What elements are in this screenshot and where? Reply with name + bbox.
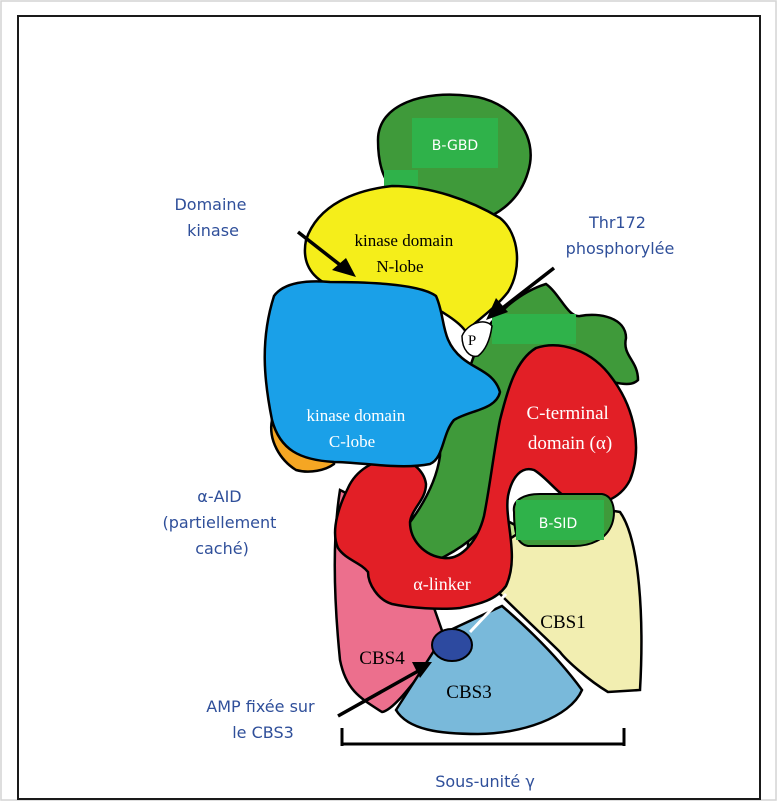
phospho-label: P	[468, 333, 476, 349]
b-sid-highlight	[516, 500, 604, 540]
kinase-domain-annotation-line1: Domaine	[174, 195, 246, 214]
thr172-arrow	[486, 266, 556, 320]
b-gbd-connector	[384, 170, 418, 188]
gamma-subunit-annotation: Sous-unité γ	[435, 772, 535, 791]
kinase-c-lobe	[263, 280, 502, 468]
thr172-annotation: Thr172 phosphorylée	[566, 213, 675, 258]
amp-annotation: AMP fixée sur le CBS3	[206, 697, 319, 742]
kinase-domain-annotation-line2: kinase	[187, 221, 239, 240]
n-lobe-label-line1: kinase domain	[355, 231, 454, 250]
amp-molecule	[431, 628, 473, 662]
beta-highlight	[492, 314, 576, 344]
thr172-annotation-line1: Thr172	[588, 213, 646, 232]
alpha-linker-line	[468, 592, 508, 634]
alpha-linker-label: α-linker	[413, 574, 470, 594]
cbs1-label: CBS1	[540, 612, 585, 633]
n-lobe-label: kinase domain N-lobe	[355, 231, 458, 276]
c-lobe-label-line2: C-lobe	[329, 432, 375, 451]
gamma-bracket	[340, 728, 626, 746]
kinase-arrow	[296, 230, 356, 277]
c-terminal-label: C-terminal domain (α)	[526, 403, 613, 454]
c-terminal-label-line2: domain (α)	[528, 433, 612, 454]
n-lobe-label-line2: N-lobe	[376, 257, 423, 276]
amp-annotation-line2: le CBS3	[232, 723, 294, 742]
phospho-site	[461, 321, 493, 358]
b-sid-label: B-SID	[539, 516, 577, 532]
b-gbd-label: B-GBD	[432, 138, 478, 154]
c-lobe-label-line1: kinase domain	[307, 406, 406, 425]
amp-arrow	[337, 662, 432, 718]
b-gbd-highlight	[412, 118, 498, 168]
cbs4-label: CBS4	[359, 648, 405, 669]
cbs3-label: CBS3	[446, 682, 491, 703]
aid-annotation-line2: (partiellement	[162, 513, 276, 532]
amp-annotation-line1: AMP fixée sur	[206, 697, 315, 716]
thr172-annotation-line2: phosphorylée	[566, 239, 675, 258]
c-terminal-label-line1: C-terminal	[526, 403, 608, 424]
kinase-domain-annotation: Domaine kinase	[174, 195, 251, 240]
aid-annotation: α-AID (partiellement caché)	[162, 487, 281, 558]
c-lobe-label: kinase domain C-lobe	[307, 406, 410, 451]
aid-annotation-line1: α-AID	[197, 487, 241, 506]
aid-annotation-line3: caché)	[195, 539, 249, 558]
